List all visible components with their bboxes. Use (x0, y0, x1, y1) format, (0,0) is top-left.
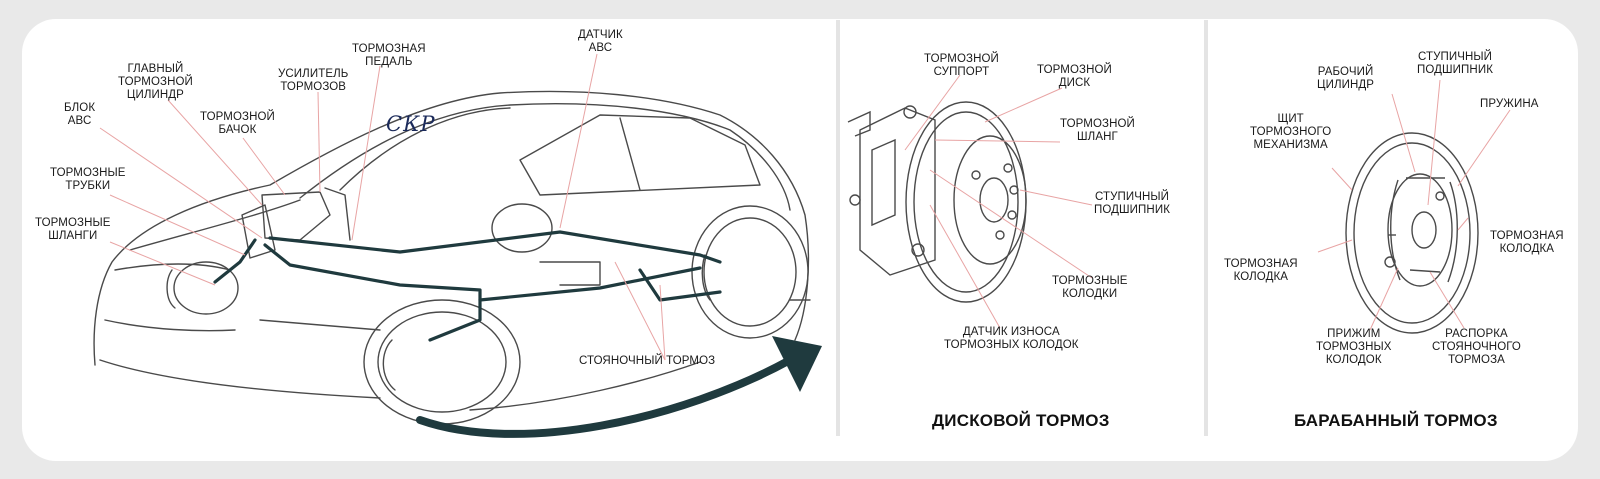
label-backing-plate: ЩИТ ТОРМОЗНОГО МЕХАНИЗМА (1250, 113, 1332, 151)
label-brake-shoe-left: ТОРМОЗНАЯ КОЛОДКА (1224, 258, 1298, 283)
label-brake-shoe-right: ТОРМОЗНАЯ КОЛОДКА (1490, 230, 1564, 255)
drum-brake-drawing (1345, 132, 1479, 334)
label-brake-booster: УСИЛИТЕЛЬ ТОРМОЗОВ (278, 68, 349, 93)
label-reservoir: ТОРМОЗНОЙ БАЧОК (200, 111, 275, 136)
disc-brake-title: ДИСКОВОЙ ТОРМОЗ (932, 411, 1110, 430)
label-brake-pedal: ТОРМОЗНАЯ ПЕДАЛЬ (352, 43, 426, 68)
car-outline (93, 90, 811, 425)
label-brake-hoses: ТОРМОЗНЫЕ ШЛАНГИ (35, 217, 111, 242)
disc-leaders (904, 74, 1093, 329)
logo-watermark: СКР (386, 112, 436, 136)
label-abs-unit: БЛОК АВС (64, 102, 96, 127)
label-wheel-cylinder: РАБОЧИЙ ЦИЛИНДР (1317, 66, 1375, 91)
label-pad-wear-sensor: ДАТЧИК ИЗНОСА ТОРМОЗНЫХ КОЛОДОК (944, 326, 1079, 351)
label-brake-disc: ТОРМОЗНОЙ ДИСК (1037, 64, 1112, 89)
label-brake-caliper: ТОРМОЗНОЙ СУППОРТ (924, 53, 999, 78)
label-parking-brake: СТОЯНОЧНЫЙ ТОРМОЗ (579, 355, 716, 367)
disc-brake-drawing (847, 101, 1027, 303)
divider-right (1204, 20, 1208, 436)
drum-brake-title: БАРАБАННЫЙ ТОРМОЗ (1294, 411, 1498, 430)
label-master-cylinder: ГЛАВНЫЙ ТОРМОЗНОЙ ЦИЛИНДР (118, 63, 193, 101)
label-brake-pipes: ТОРМОЗНЫЕ ТРУБКИ (50, 167, 126, 192)
label-hub-bearing-disc: СТУПИЧНЫЙ ПОДШИПНИК (1094, 191, 1170, 216)
drum-leaders (1317, 79, 1511, 331)
label-brake-hose: ТОРМОЗНОЙ ШЛАНГ (1060, 118, 1135, 143)
label-parking-strut: РАСПОРКА СТОЯНОЧНОГО ТОРМОЗА (1432, 328, 1521, 366)
label-spring: ПРУЖИНА (1480, 98, 1539, 110)
label-shoe-hold-down: ПРИЖИМ ТОРМОЗНЫХ КОЛОДОК (1316, 328, 1392, 366)
label-abs-sensor: ДАТЧИК АВС (578, 29, 623, 54)
label-brake-pads: ТОРМОЗНЫЕ КОЛОДКИ (1052, 275, 1128, 300)
overview-leaders (99, 53, 666, 361)
divider-left (836, 20, 840, 436)
transition-arrow (416, 336, 822, 438)
brake-lines (213, 230, 722, 342)
label-hub-bearing-drum: СТУПИЧНЫЙ ПОДШИПНИК (1417, 51, 1493, 76)
